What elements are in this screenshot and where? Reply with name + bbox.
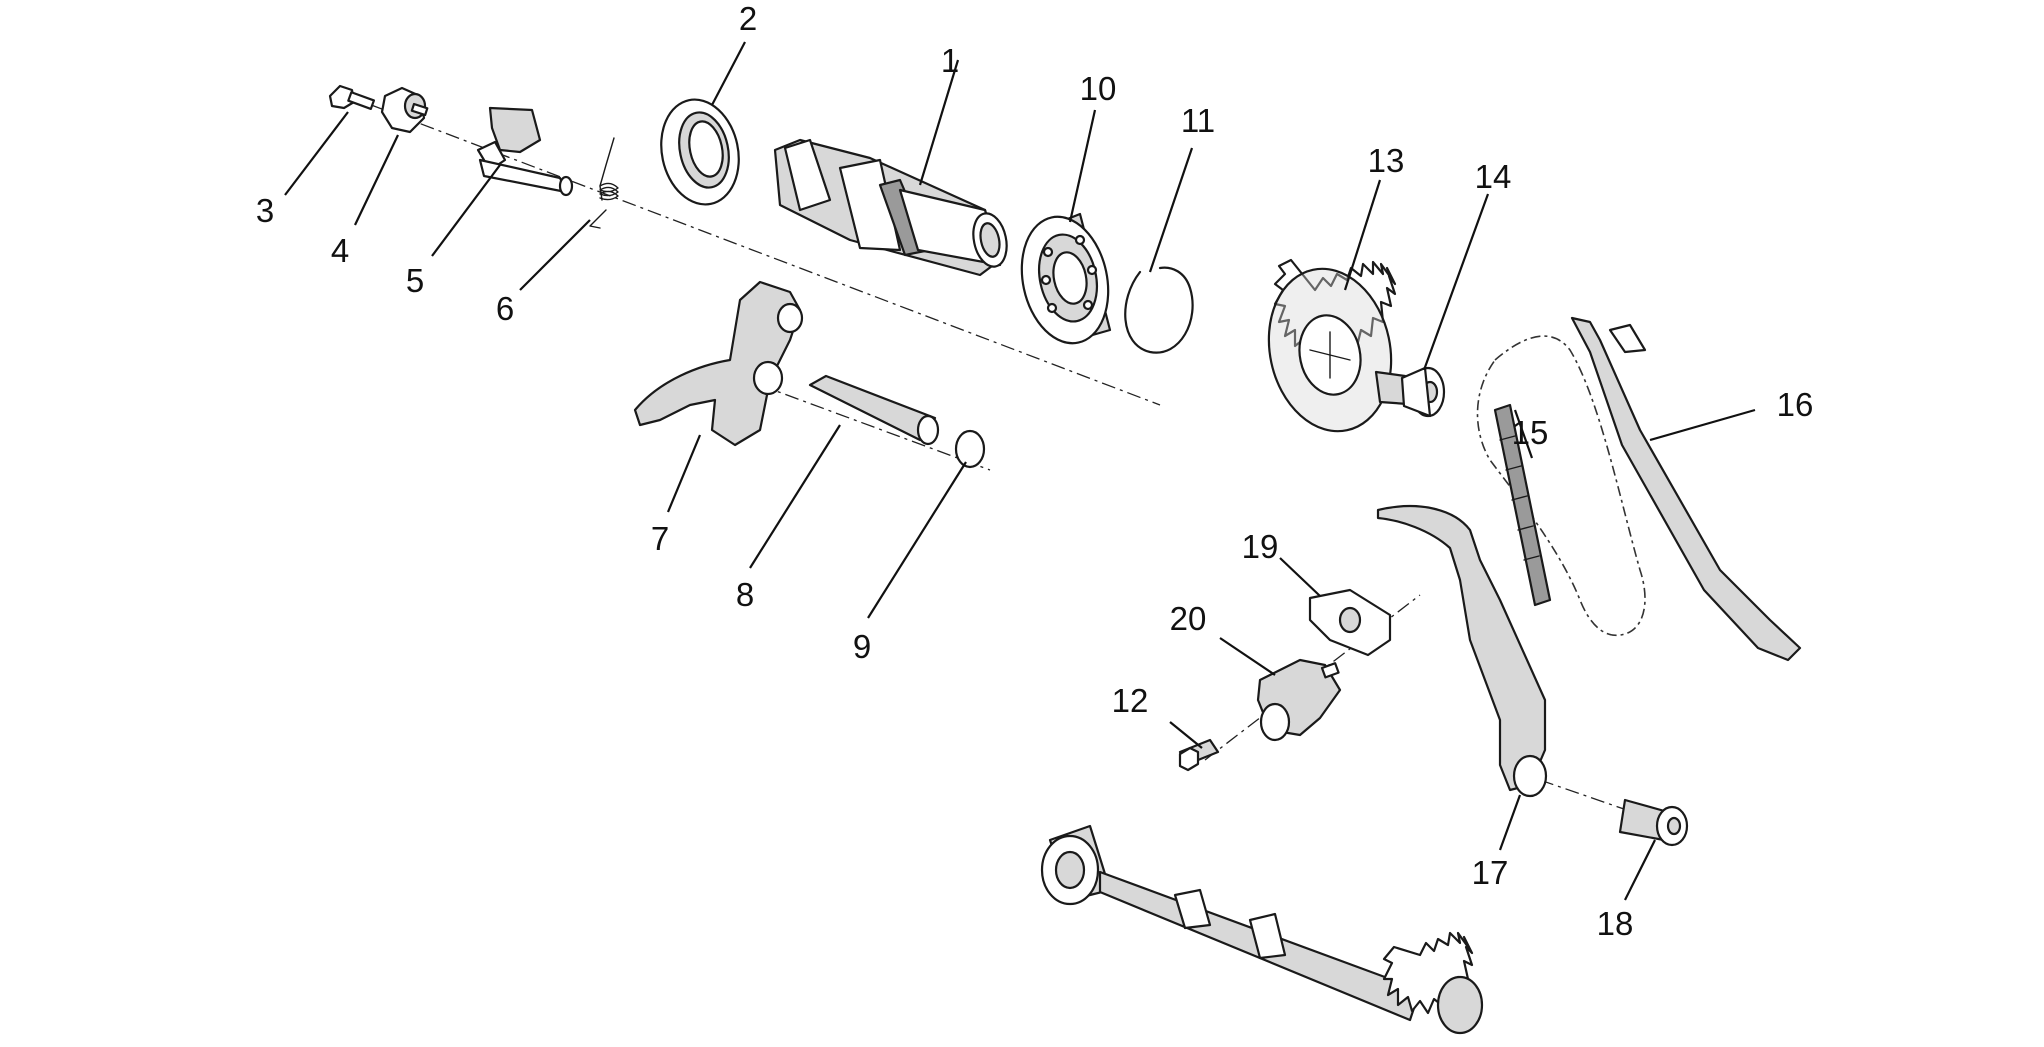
leader-lines [284, 41, 1756, 901]
callout-12: 12 [1112, 682, 1149, 719]
part-2-oil-seal [660, 98, 740, 206]
part-16-chain-guide [1570, 316, 1802, 662]
leader-8 [749, 424, 841, 569]
callout-19: 19 [1242, 528, 1279, 565]
callout-14: 14 [1475, 158, 1512, 195]
part-7-shift-fork [633, 280, 804, 447]
leader-14 [1422, 193, 1490, 371]
leader-11 [1148, 147, 1194, 273]
part-13-sprocket [1267, 258, 1397, 433]
axis-upper-shaft [344, 94, 1161, 406]
part-6-torsion-spring [589, 137, 619, 229]
part-19-gasket [1308, 588, 1392, 657]
part-15-chain [1493, 403, 1552, 607]
leader-2 [711, 41, 746, 106]
part-17-tensioner-arm [1376, 504, 1548, 798]
callout-20: 20 [1170, 600, 1207, 637]
callout-4: 4 [331, 232, 349, 269]
part-14-shoulder-bolt [1374, 366, 1446, 418]
callout-6: 6 [496, 290, 514, 327]
part-8-fork-pin [808, 374, 940, 446]
assembly-axis-lines [344, 94, 1651, 819]
callout-17: 17 [1472, 854, 1509, 891]
part-4-detent-holder [380, 86, 429, 134]
leader-9 [867, 461, 967, 619]
leader-1 [918, 59, 960, 186]
leader-12 [1169, 721, 1203, 749]
leader-17 [1498, 794, 1522, 851]
axis-fork-pin [759, 384, 991, 471]
leader-20 [1219, 637, 1276, 676]
leader-19 [1279, 557, 1321, 597]
callout-10: 10 [1080, 70, 1117, 107]
part-11-circlip [1124, 266, 1194, 354]
callout-9: 9 [853, 628, 871, 665]
leader-4 [354, 134, 399, 226]
part-12-bolt [1178, 738, 1220, 772]
part-9-snap-ring [954, 429, 986, 469]
part-5-selector-lever [476, 106, 574, 197]
callout-18: 18 [1597, 905, 1634, 942]
part-1-camshaft [773, 138, 1008, 277]
leader-7 [666, 434, 702, 513]
leader-3 [284, 111, 349, 196]
callout-7: 7 [651, 520, 669, 557]
callout-3: 3 [256, 192, 274, 229]
timing-chain-outline [1476, 335, 1646, 637]
callout-16: 16 [1777, 386, 1814, 423]
part-20-tensioner-body [1256, 658, 1342, 742]
leader-15 [1513, 409, 1534, 459]
leader-5 [431, 164, 501, 257]
callout-2: 2 [739, 0, 757, 37]
callout-1: 1 [941, 42, 959, 79]
callout-13: 13 [1368, 142, 1405, 179]
callout-11: 11 [1181, 102, 1215, 139]
part-3-bolt [328, 84, 376, 111]
leader-13 [1343, 179, 1382, 291]
leader-18 [1624, 839, 1656, 901]
part-10-ball-bearing [1020, 212, 1112, 345]
leader-16 [1649, 408, 1756, 442]
axis-lower-pivot [1539, 779, 1651, 819]
leader-6 [519, 219, 591, 291]
callout-8: 8 [736, 576, 754, 613]
part-18-pivot-bolt [1618, 798, 1689, 847]
lower-gear-shaft [1040, 824, 1484, 1035]
callout-15: 15 [1512, 414, 1549, 451]
leader-10 [1068, 109, 1097, 223]
callout-5: 5 [406, 262, 424, 299]
callout-labels: 1 2 3 4 5 6 7 8 9 10 11 12 13 14 15 16 1… [256, 0, 1814, 942]
